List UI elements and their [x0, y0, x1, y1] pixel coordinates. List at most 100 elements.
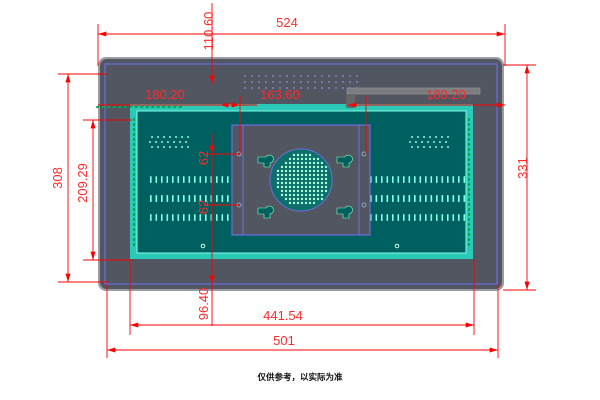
vent-slot: [199, 195, 202, 202]
speaker-hole: [276, 181, 280, 185]
vent-dot: [435, 146, 437, 148]
vent-slot: [468, 203, 470, 206]
speaker-hole: [304, 161, 308, 165]
vent-dot: [157, 146, 159, 148]
vent-slot: [166, 214, 169, 221]
speaker-hole: [288, 173, 292, 177]
vent-slot: [123, 106, 128, 108]
speaker-hole: [304, 177, 308, 181]
vent-dot: [187, 136, 189, 138]
vent-dot: [342, 75, 344, 77]
speaker-hole: [280, 185, 284, 189]
vent-slot: [216, 214, 218, 221]
vent-slot: [205, 176, 207, 183]
vent-slot: [386, 176, 389, 183]
speaker-hole: [280, 165, 284, 169]
vent-dot: [244, 87, 246, 89]
speaker-hole: [304, 185, 308, 189]
vent-slot: [133, 168, 135, 171]
speaker-hole: [324, 189, 328, 193]
vent-slot: [468, 218, 470, 221]
speaker-hole: [296, 181, 300, 185]
speaker-hole: [280, 189, 284, 193]
vent-dot: [163, 136, 165, 138]
speaker-hole: [324, 181, 328, 185]
vesa-mount-plate: [231, 124, 371, 236]
speaker-hole: [308, 193, 312, 197]
vent-slot: [425, 214, 427, 221]
vent-slot: [408, 176, 411, 183]
vent-slot: [441, 195, 444, 202]
speaker-hole: [284, 165, 288, 169]
vent-slot: [441, 214, 444, 221]
vent-dot: [447, 146, 449, 148]
vent-dot: [411, 136, 413, 138]
vent-dot: [293, 75, 295, 77]
speaker-hole: [304, 153, 308, 157]
speaker-hole: [308, 169, 312, 173]
vent-dot: [185, 141, 187, 143]
speaker-hole: [320, 173, 324, 177]
speaker-hole: [308, 153, 312, 157]
vent-dot: [307, 75, 309, 77]
dim-panel-width: 441.54: [263, 308, 303, 323]
vent-slot: [425, 176, 427, 183]
speaker-hole: [308, 189, 312, 193]
vent-dot: [441, 136, 443, 138]
vent-dot: [342, 87, 344, 89]
speaker-hole: [320, 169, 324, 173]
speaker-hole: [292, 157, 296, 161]
vent-slot: [161, 106, 166, 108]
vent-slot: [133, 238, 135, 241]
vent-dot: [286, 81, 288, 83]
vent-slot: [216, 195, 218, 202]
speaker-hole: [308, 165, 312, 169]
vent-dot: [169, 146, 171, 148]
vent-dot: [265, 87, 267, 89]
vent-slot: [133, 178, 135, 181]
vent-slot: [133, 173, 135, 176]
vent-slot: [106, 106, 111, 108]
speaker-hole: [320, 161, 324, 165]
speaker-hole: [288, 201, 292, 205]
speaker-hole: [304, 189, 308, 193]
vent-dot: [433, 141, 435, 143]
vent-dot: [415, 141, 417, 143]
vent-dot: [349, 81, 351, 83]
vent-slot: [221, 195, 224, 202]
vent-slot: [128, 106, 133, 108]
vent-dot: [435, 136, 437, 138]
speaker-hole: [284, 193, 288, 197]
vent-dot: [335, 75, 337, 77]
speaker-hole: [324, 165, 328, 169]
vent-slot: [468, 148, 470, 151]
vent-slot: [216, 176, 218, 183]
speaker-hole: [300, 161, 304, 165]
vent-slot: [183, 195, 185, 202]
vent-slot: [133, 218, 135, 221]
speaker-hole: [312, 161, 316, 165]
speaker-hole: [296, 157, 300, 161]
vent-slot: [227, 176, 229, 183]
speaker-hole: [292, 185, 296, 189]
vent-dot: [157, 136, 159, 138]
dim-inner-height: 308: [50, 167, 65, 189]
speaker-hole: [300, 153, 304, 157]
speaker-hole: [288, 177, 292, 181]
speaker-hole: [308, 177, 312, 181]
vent-slot: [205, 195, 207, 202]
vent-dot: [151, 136, 153, 138]
speaker-hole: [312, 197, 316, 201]
vent-slot: [134, 106, 139, 108]
speaker-hole: [300, 165, 304, 169]
speaker-hole: [312, 165, 316, 169]
vent-dot: [314, 75, 316, 77]
speaker-hole: [296, 201, 300, 205]
speaker-hole: [296, 153, 300, 157]
vent-dot: [314, 81, 316, 83]
vent-slot: [468, 163, 470, 166]
vent-dot: [439, 141, 441, 143]
speaker-hole: [296, 177, 300, 181]
vent-dot: [307, 87, 309, 89]
